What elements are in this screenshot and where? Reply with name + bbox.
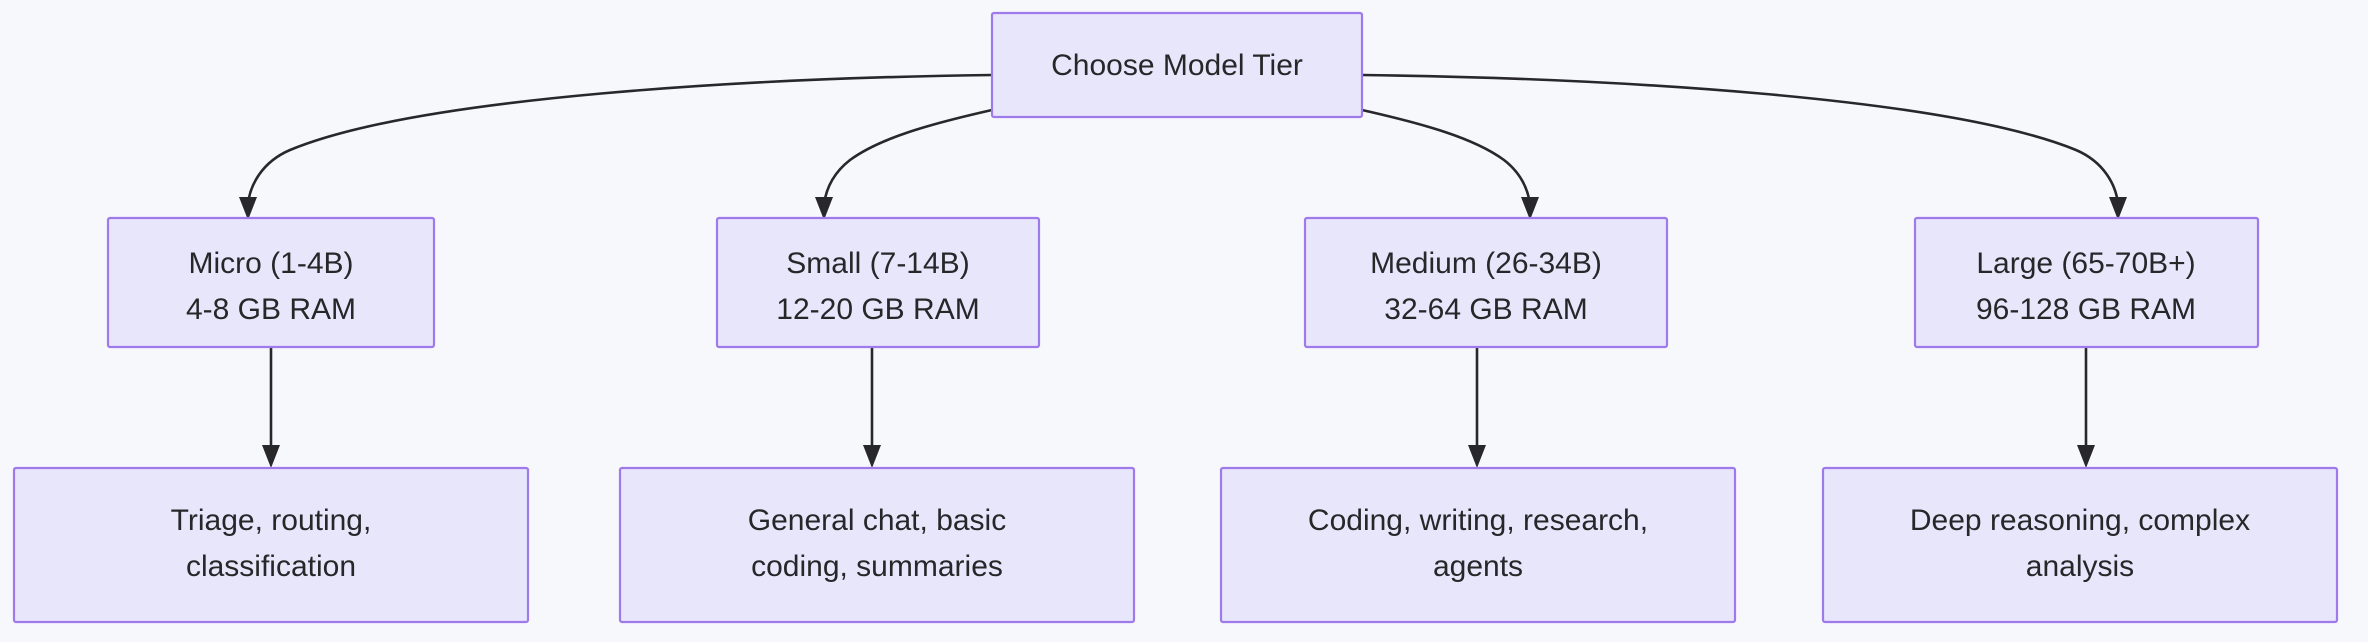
node-usecase-medium-line1: Coding, writing, research, [1308,504,1648,537]
node-tier-medium-ram: 32-64 GB RAM [1384,293,1587,326]
node-usecase-large-line2: analysis [2026,550,2134,583]
node-tier-large[interactable]: Large (65-70B+) 96-128 GB RAM [1913,216,2260,349]
node-usecase-micro-line1: Triage, routing, [171,504,372,537]
node-tier-micro-name: Micro (1-4B) [188,247,353,280]
node-tier-large-ram: 96-128 GB RAM [1976,293,2196,326]
node-usecase-large-line1: Deep reasoning, complex [1910,504,2250,537]
arrowhead-medium-to-usecase [1468,445,1486,468]
arrowhead-root-to-medium [1521,197,1539,220]
node-tier-large-name: Large (65-70B+) [1976,247,2195,280]
edge-root-to-medium [1361,108,1532,205]
node-choose-model-tier[interactable]: Choose Model Tier [990,11,1364,119]
node-usecase-small-box[interactable] [618,466,1136,624]
node-tier-micro-ram: 4-8 GB RAM [186,293,356,326]
node-choose-model-tier-box[interactable] [990,11,1364,119]
node-tier-medium-name: Medium (26-34B) [1370,247,1602,280]
node-usecase-small-line2: coding, summaries [751,550,1003,583]
node-usecase-small[interactable]: General chat, basic coding, summaries [618,466,1136,624]
edge-group-root-to-tiers [239,73,2127,220]
node-tier-micro[interactable]: Micro (1-4B) 4-8 GB RAM [106,216,436,349]
node-usecase-small-line1: General chat, basic [748,504,1006,537]
node-usecase-micro-box[interactable] [12,466,530,624]
edge-group-tiers-to-usecases [262,347,2095,468]
node-usecase-medium[interactable]: Coding, writing, research, agents [1219,466,1737,624]
node-tier-small-name: Small (7-14B) [786,247,969,280]
node-tier-micro-box[interactable] [106,216,436,349]
node-usecase-micro[interactable]: Triage, routing, classification [12,466,530,624]
node-usecase-micro-line2: classification [186,550,356,583]
arrowhead-micro-to-usecase [262,445,280,468]
node-tier-large-box[interactable] [1913,216,2260,349]
node-usecase-large-box[interactable] [1821,466,2339,624]
node-tier-medium-box[interactable] [1303,216,1669,349]
arrowhead-root-to-small [815,197,833,220]
node-usecase-large[interactable]: Deep reasoning, complex analysis [1821,466,2339,624]
node-tier-medium[interactable]: Medium (26-34B) 32-64 GB RAM [1303,216,1669,349]
arrowhead-root-to-large [2109,197,2127,220]
edge-root-to-micro [246,73,993,205]
node-usecase-medium-box[interactable] [1219,466,1737,624]
node-tier-small-ram: 12-20 GB RAM [776,293,979,326]
edge-root-to-small [822,108,993,205]
arrowhead-large-to-usecase [2077,445,2095,468]
arrowhead-small-to-usecase [863,445,881,468]
node-tier-small-box[interactable] [715,216,1041,349]
edge-root-to-large [1361,73,2120,205]
node-choose-model-tier-label: Choose Model Tier [1051,49,1303,82]
arrowhead-root-to-micro [239,197,257,220]
node-usecase-medium-line2: agents [1433,550,1523,583]
node-tier-small[interactable]: Small (7-14B) 12-20 GB RAM [715,216,1041,349]
